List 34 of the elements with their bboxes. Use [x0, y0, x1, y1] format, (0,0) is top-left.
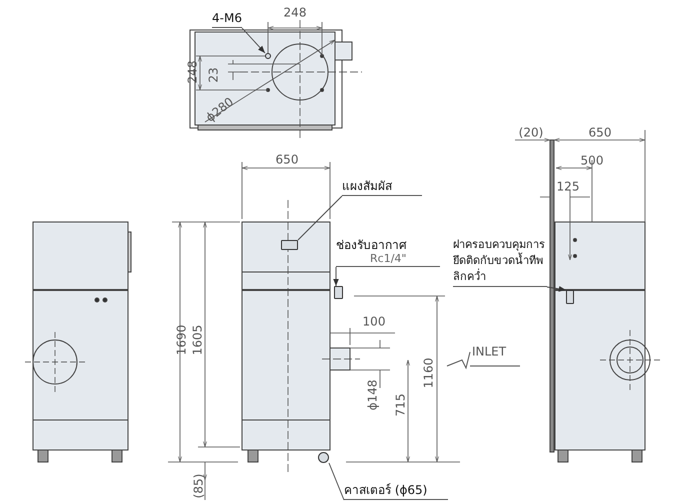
dimension-label: 715	[394, 394, 408, 416]
dimension-label: 500	[580, 154, 604, 168]
dimension-label: 1160	[422, 358, 436, 388]
dimension-label: 248	[186, 60, 200, 84]
fitting-part	[566, 290, 574, 304]
dimension-label: 125	[556, 180, 580, 194]
leader-line	[298, 196, 342, 240]
fitting-part	[334, 286, 343, 299]
dimension-label: (20)	[518, 126, 544, 140]
dimension-label: 1605	[192, 324, 204, 356]
caster-wheel	[318, 452, 329, 463]
dimension-label: 248	[284, 6, 306, 20]
dimension-label: 100	[362, 316, 386, 328]
dimension-label: (85)	[192, 474, 206, 498]
callout	[342, 178, 422, 196]
dimension-label: INLET	[472, 346, 506, 358]
leader-line	[242, 28, 266, 54]
callout-text: คาสเตอร์ (ϕ65)	[344, 482, 428, 498]
callout	[336, 237, 440, 267]
callout-text: แผงสัมผัส	[342, 178, 393, 194]
fitting-part	[281, 240, 298, 250]
dimension-label: 1690	[176, 324, 188, 356]
callout-text: ฝาครอบควบคุมการยึดติดกับขวดน้ำทีพลิกคว่ำ	[453, 237, 546, 285]
dimension-label: ϕ148	[366, 380, 380, 410]
callout	[344, 482, 448, 500]
leader-line	[328, 462, 344, 500]
dimension-label: 650	[588, 126, 612, 140]
callout-text: ช่องรับอากาศ	[336, 237, 408, 253]
leader-line	[546, 286, 566, 292]
thread-size-text: Rc1/4"	[369, 253, 408, 265]
dimension-label: 650	[276, 154, 298, 166]
dimension-label: 23	[208, 67, 220, 83]
leader-line	[333, 266, 339, 286]
callout-text: 4-M6	[212, 10, 242, 26]
